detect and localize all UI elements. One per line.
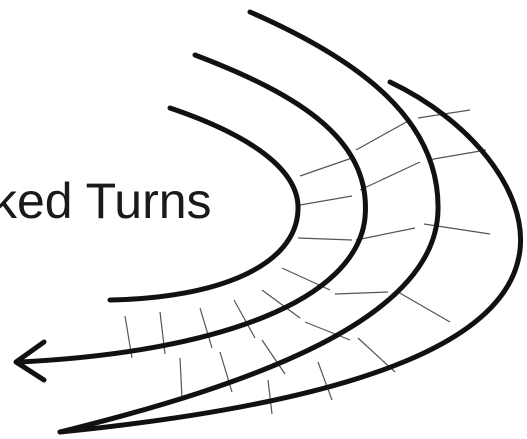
middle-track-curve: [20, 55, 365, 362]
bank-edge-curve: [60, 82, 521, 432]
banking-hatch-marks: [125, 110, 490, 414]
inner-track-curve: [110, 108, 298, 300]
